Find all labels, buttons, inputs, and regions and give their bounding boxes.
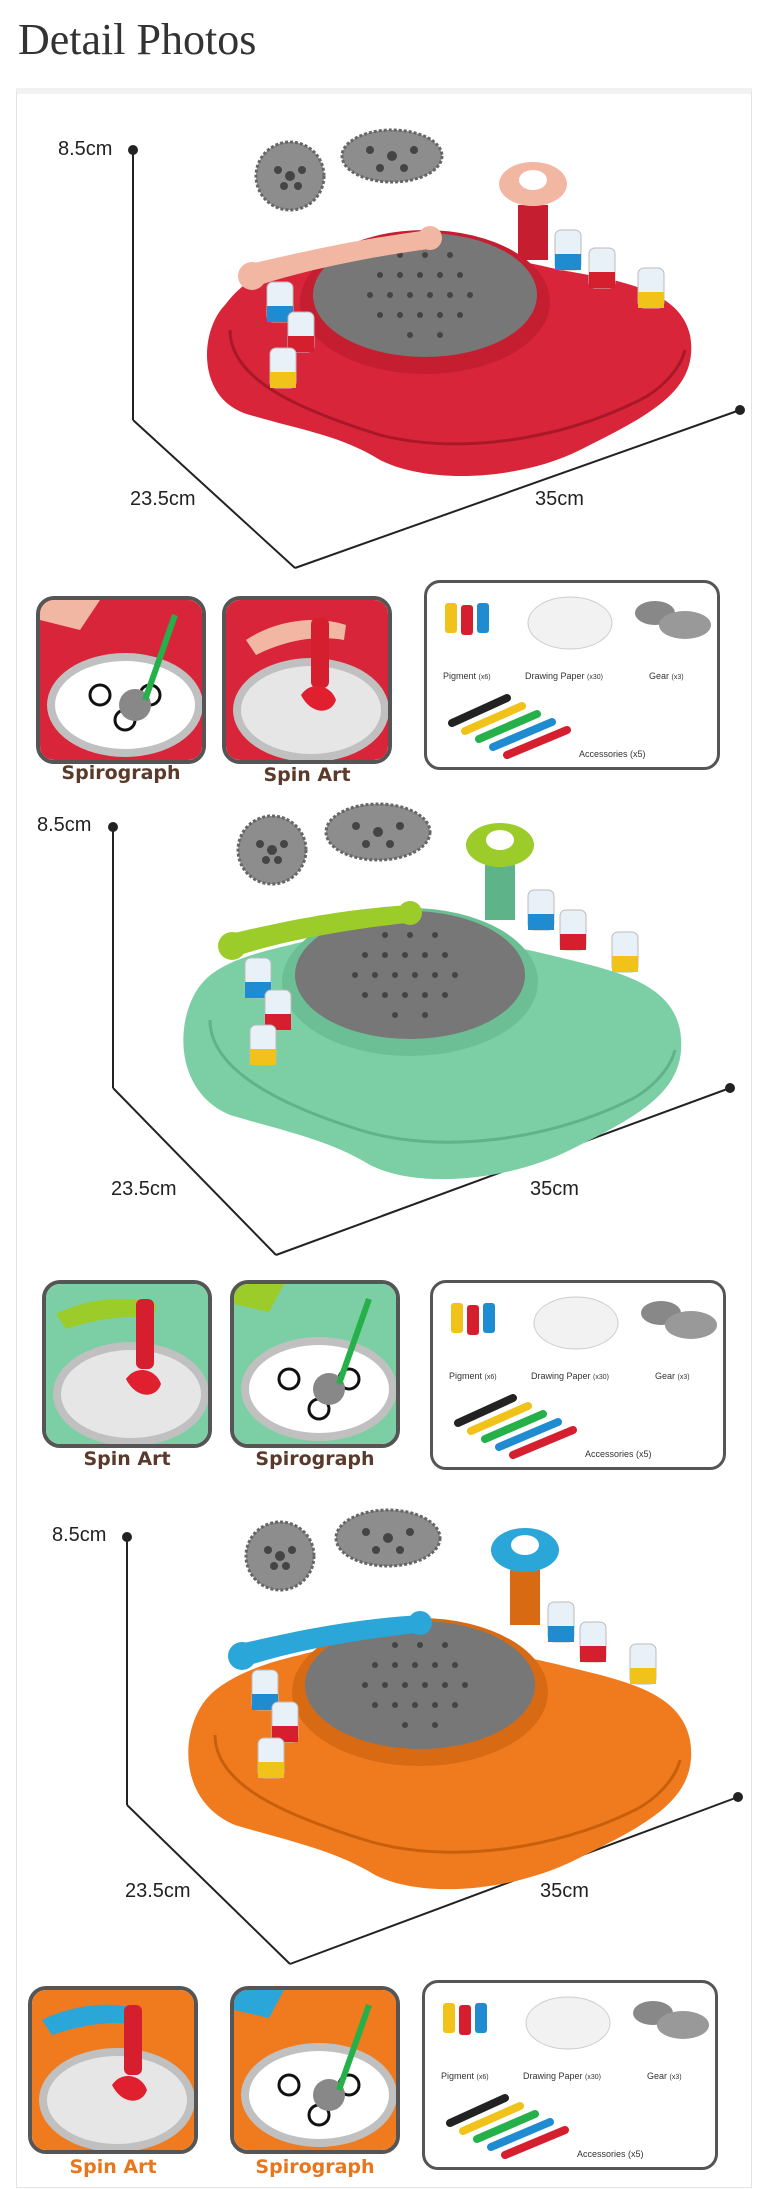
- product-photo-orange: 8.5cm 23.5cm 35cm Spin Art Spirograph: [0, 1480, 770, 2190]
- thumb-caption-spin-art: Spin Art: [83, 1448, 171, 1470]
- accessories-box-orange: Pigment (x6) Drawing Paper (x30) Gear (x…: [422, 1980, 718, 2170]
- dimension-width-label: 35cm: [540, 1880, 589, 1902]
- product-photo-green: 8.5cm 23.5cm 35cm Spin Art Spirograph: [0, 770, 770, 1480]
- dimension-depth-label: 23.5cm: [111, 1178, 177, 1200]
- gear-large-icon: [334, 1508, 442, 1568]
- thumb-caption-spin-art: Spin Art: [263, 764, 351, 786]
- thumb-spin-art-red: [222, 596, 392, 764]
- gear-small-icon: [236, 814, 308, 886]
- dimension-depth-label: 23.5cm: [130, 488, 196, 510]
- thumb-caption-spirograph: Spirograph: [61, 762, 181, 784]
- gear-label: Gear (x3): [647, 2071, 682, 2081]
- gear-label: Gear (x3): [655, 1371, 690, 1381]
- dimension-depth-label: 23.5cm: [125, 1880, 191, 1902]
- product-photo-red: 8.5cm 23.5cm 35cm Spirograph Spin Art: [0, 80, 770, 790]
- product-illustration-red: [128, 128, 745, 569]
- gear-label: Gear (x3): [649, 671, 684, 681]
- drawing-paper-label: Drawing Paper (x30): [531, 1371, 609, 1381]
- accessories-label: Accessories (x5): [579, 749, 646, 759]
- thumb-spin-art-orange: [28, 1986, 198, 2154]
- product-illustration-green: [108, 802, 735, 1256]
- dimension-height-label: 8.5cm: [37, 814, 92, 836]
- accessories-box-green: Pigment (x6) Drawing Paper (x30) Gear (x…: [430, 1280, 726, 1470]
- gear-small-icon: [244, 1520, 316, 1592]
- page-title: Detail Photos: [18, 15, 257, 64]
- accessories-label: Accessories (x5): [585, 1449, 652, 1459]
- thumb-spin-art-green: [42, 1280, 212, 1448]
- drawing-paper-label: Drawing Paper (x30): [523, 2071, 601, 2081]
- thumb-caption-spirograph: Spirograph: [255, 2156, 375, 2178]
- gear-large-icon: [340, 128, 444, 184]
- dimension-height-label: 8.5cm: [52, 1524, 107, 1546]
- thumb-spirograph-orange: [230, 1986, 400, 2154]
- dimension-width-label: 35cm: [530, 1178, 579, 1200]
- accessories-label: Accessories (x5): [577, 2149, 644, 2159]
- pigment-label: Pigment (x6): [443, 671, 491, 681]
- pigment-label: Pigment (x6): [449, 1371, 497, 1381]
- pigment-label: Pigment (x6): [441, 2071, 489, 2081]
- gear-large-icon: [324, 802, 432, 862]
- dimension-lines: [132, 150, 741, 569]
- drawing-paper-label: Drawing Paper (x30): [525, 671, 603, 681]
- thumb-spirograph-green: [230, 1280, 400, 1448]
- thumb-caption-spirograph: Spirograph: [255, 1448, 375, 1470]
- accessories-box-red: Pigment (x6) Drawing Paper (x30) Gear (x…: [424, 580, 720, 770]
- dimension-width-label: 35cm: [535, 488, 584, 510]
- paint-bottles: [266, 229, 665, 389]
- product-illustration-orange: [122, 1508, 743, 1965]
- dimension-height-label: 8.5cm: [58, 138, 113, 160]
- gear-small-icon: [254, 140, 326, 212]
- thumb-caption-spin-art: Spin Art: [69, 2156, 157, 2178]
- turntable-holes: [367, 252, 473, 338]
- thumb-spirograph-red: [36, 596, 206, 764]
